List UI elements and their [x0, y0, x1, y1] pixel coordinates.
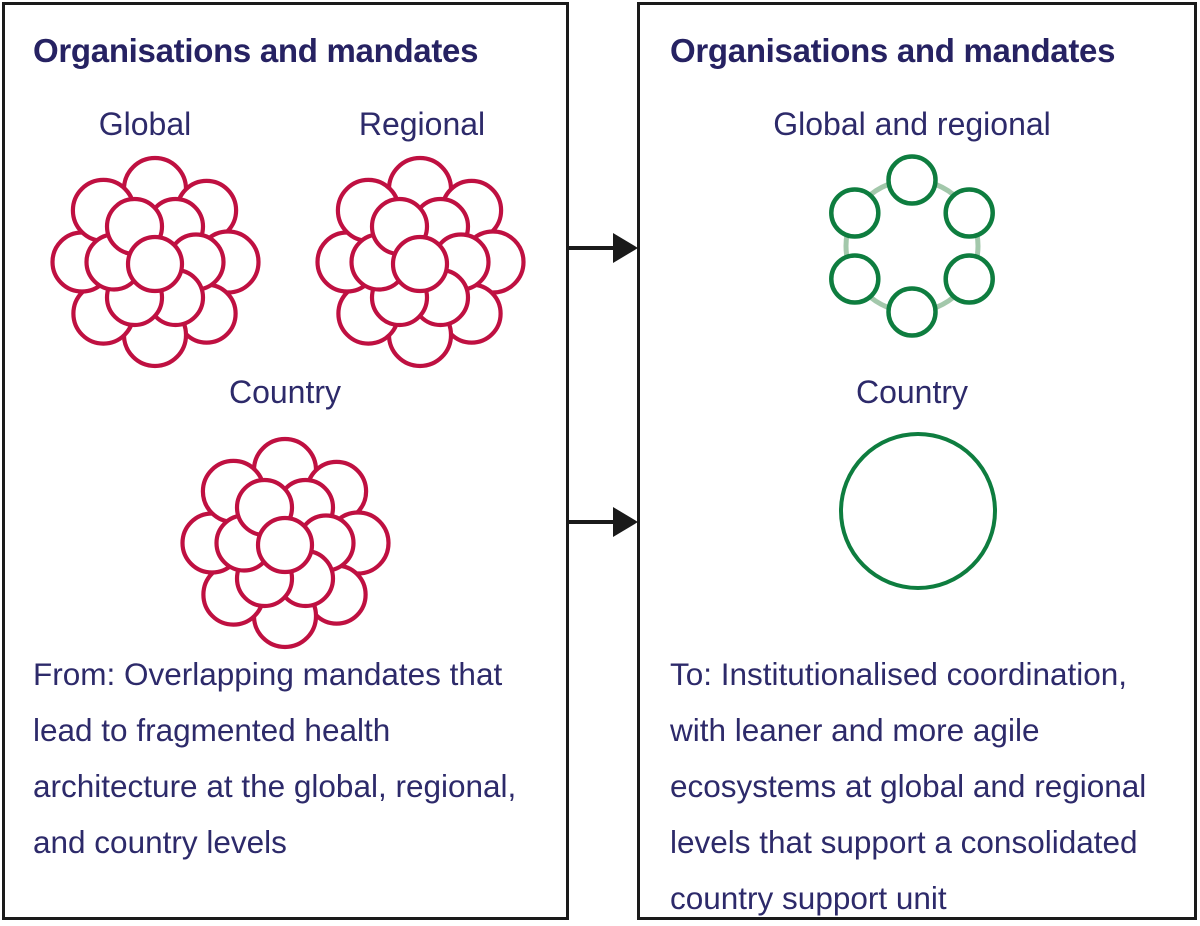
global-overlapping-circles-cluster-icon — [50, 155, 261, 369]
right-caption-line: country support unit — [670, 880, 947, 916]
right-arrow-icon — [567, 507, 638, 537]
left-caption: From: Overlapping mandates that lead to … — [33, 646, 516, 870]
right-caption-line: with leaner and more agile — [670, 712, 1040, 748]
coordinated-ring-of-circles-icon — [829, 154, 995, 338]
left-country-label: Country — [228, 374, 342, 410]
left-caption-line: architecture at the global, regional, — [33, 768, 517, 804]
left-regional-label: Regional — [358, 106, 486, 142]
country-overlapping-circles-cluster-icon — [180, 436, 391, 650]
left-caption-line: and country levels — [33, 824, 287, 860]
left-panel-title: Organisations and mandates — [33, 32, 479, 69]
right-arrow-icon — [567, 233, 638, 263]
right-global-regional-label: Global and regional — [773, 106, 1051, 142]
right-caption-line: ecosystems at global and regional — [670, 768, 1147, 804]
regional-overlapping-circles-cluster-icon — [315, 155, 526, 369]
left-caption-line: From: Overlapping mandates that — [33, 656, 503, 692]
left-global-label: Global — [98, 106, 192, 142]
left-caption-line: lead to fragmented health — [33, 712, 391, 748]
right-caption-line: To: Institutionalised coordination, — [670, 656, 1128, 692]
right-panel-title: Organisations and mandates — [670, 32, 1116, 69]
right-country-label: Country — [855, 374, 969, 410]
right-caption-line: levels that support a consolidated — [670, 824, 1138, 860]
right-caption: To: Institutionalised coordination, with… — [670, 646, 1146, 926]
single-consolidated-circle-icon — [839, 432, 997, 590]
